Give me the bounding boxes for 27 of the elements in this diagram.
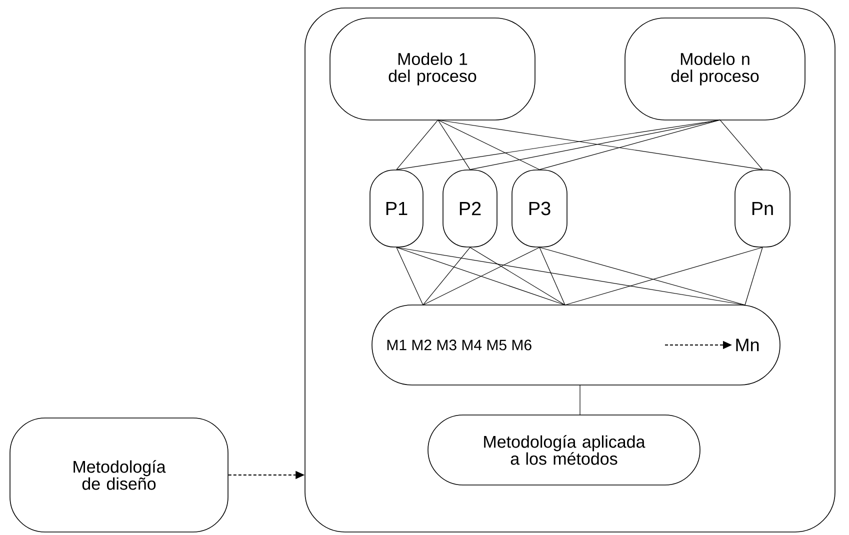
connector-line [470,247,566,306]
connector-line [422,247,470,306]
connector-line [396,120,438,170]
method-box: M1 M2 M3 M4 M5 M6 Mn [372,304,780,386]
connector-line [720,120,763,170]
connector-line [422,247,540,306]
frame-box [304,8,836,532]
connector-line [438,120,470,170]
process-box: Metodología de diseño [10,418,228,532]
connector-line [539,247,746,306]
connector-line [744,247,763,306]
process-box: Pn [734,170,790,248]
connector-line [396,247,424,306]
process-box: Metodología aplicada a los métodos [428,414,700,486]
connector-line [438,120,763,170]
connector-line [438,120,540,170]
process-box: Modelo 1 del proceso [330,18,536,120]
process-box: Modelo n del proceso [624,18,806,120]
connector-line [539,120,720,170]
process-box: P2 [442,170,498,248]
connector-line [539,247,566,306]
connector-line [470,120,720,170]
process-box: P1 [370,170,424,248]
connector-line [396,247,746,306]
process-box: P3 [512,170,568,248]
connector-line [564,247,763,306]
connector-line [396,247,566,306]
